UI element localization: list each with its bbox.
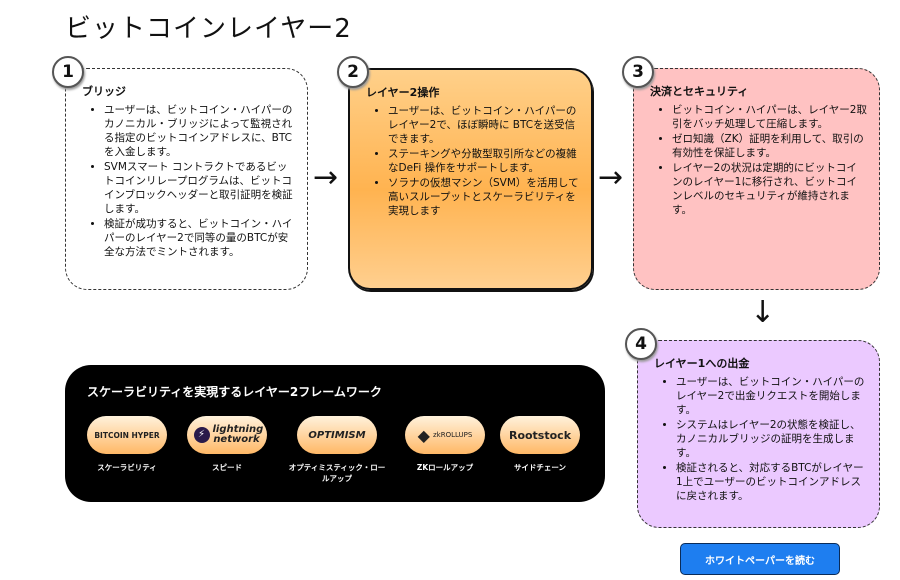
list-item: ユーザーは、ビットコイン・ハイパーのカノニカル・ブリッジによって監視される指定の… bbox=[104, 103, 295, 159]
list-item: SVMスマート コントラクトであるビットコインリレープログラムは、ビットコインブ… bbox=[104, 160, 295, 216]
step-number-badge: 2 bbox=[337, 56, 369, 88]
ethereum-icon: ◆ bbox=[417, 425, 430, 445]
lightning-network-logo: ⚡lightning network bbox=[187, 416, 267, 454]
bitcoin-hyper-logo: BITCOIN HYPER bbox=[87, 416, 167, 454]
step-number-badge: 4 bbox=[625, 328, 657, 360]
frameworks-heading: スケーラビリティを実現するレイヤー2フレームワーク bbox=[87, 385, 382, 399]
list-item: 検証が成功すると、ビットコイン・ハイパーのレイヤー2で同等の量のBTCが安全な方… bbox=[104, 217, 295, 259]
list-item: 検証されると、対応するBTCがレイヤー1上でユーザーのビットコインアドレスに戻さ… bbox=[676, 461, 867, 503]
arrow-right-icon: → bbox=[598, 160, 624, 195]
framework-zkrollups: ◆zkROLLUPS ZKロールアップ bbox=[395, 416, 495, 473]
list-item: ユーザーは、ビットコイン・ハイパーのレイヤー2で、ほぼ瞬時に BTCを送受信でき… bbox=[388, 104, 579, 146]
frameworks-panel: スケーラビリティを実現するレイヤー2フレームワーク BITCOIN HYPER … bbox=[65, 365, 605, 502]
framework-lightning: ⚡lightning network スピード bbox=[177, 416, 277, 473]
page-title: ビットコインレイヤー2 bbox=[65, 14, 352, 44]
framework-bitcoin-hyper: BITCOIN HYPER スケーラビリティ bbox=[77, 416, 177, 473]
step-heading: ブリッジ bbox=[82, 85, 126, 98]
framework-optimism: OPTIMISM オプティミスティック・ロールアップ bbox=[287, 416, 387, 484]
list-item: ソラナの仮想マシン（SVM）を活用して高いスループットとスケーラビリティを実現し… bbox=[388, 176, 579, 218]
lightning-bolt-icon: ⚡ bbox=[193, 427, 210, 443]
framework-label: オプティミスティック・ロールアップ bbox=[288, 463, 386, 483]
step-heading: レイヤー2操作 bbox=[366, 86, 440, 99]
step-heading: レイヤー1への出金 bbox=[654, 357, 750, 370]
framework-label: スケーラビリティ bbox=[97, 463, 157, 472]
framework-label: スピード bbox=[212, 463, 242, 472]
list-item: システムはレイヤー2の状態を検証し、カノニカルブリッジの証明を生成します。 bbox=[676, 418, 867, 460]
step-card-settlement-security: 決済とセキュリティ ビットコイン・ハイパーは、レイヤー2取引をバッチ処理して圧縮… bbox=[633, 68, 880, 290]
step-heading: 決済とセキュリティ bbox=[650, 85, 749, 98]
step-number-badge: 1 bbox=[52, 56, 84, 88]
read-whitepaper-button[interactable]: ホワイトペーパーを読む bbox=[680, 543, 840, 575]
list-item: ゼロ知識（ZK）証明を利用して、取引の有効性を保証します。 bbox=[672, 132, 867, 160]
step-card-withdrawal: レイヤー1への出金 ユーザーは、ビットコイン・ハイパーのレイヤー2で出金リクエス… bbox=[637, 340, 880, 528]
list-item: ステーキングや分散型取引所などの複雑なDeFi 操作をサポートします。 bbox=[388, 147, 579, 175]
rootstock-logo: Rootstock bbox=[500, 416, 580, 454]
optimism-logo: OPTIMISM bbox=[297, 416, 377, 454]
framework-rootstock: Rootstock サイドチェーン bbox=[490, 416, 590, 473]
step-number-badge: 3 bbox=[622, 56, 654, 88]
list-item: レイヤー2の状況は定期的にビットコインのレイヤー1に移行され、ビットコインレベル… bbox=[672, 161, 867, 217]
step-card-bridge: ブリッジ ユーザーは、ビットコイン・ハイパーのカノニカル・ブリッジによって監視さ… bbox=[65, 68, 308, 290]
zkrollups-logo: ◆zkROLLUPS bbox=[405, 416, 485, 454]
framework-label: サイドチェーン bbox=[513, 463, 567, 472]
step-card-layer2-operations: レイヤー2操作 ユーザーは、ビットコイン・ハイパーのレイヤー2で、ほぼ瞬時に B… bbox=[348, 68, 593, 290]
arrow-down-icon: ↓ bbox=[750, 295, 776, 330]
framework-label: ZKロールアップ bbox=[416, 463, 474, 472]
list-item: ビットコイン・ハイパーは、レイヤー2取引をバッチ処理して圧縮します。 bbox=[672, 103, 867, 131]
arrow-right-icon: → bbox=[313, 160, 339, 195]
list-item: ユーザーは、ビットコイン・ハイパーのレイヤー2で出金リクエストを開始します。 bbox=[676, 375, 867, 417]
